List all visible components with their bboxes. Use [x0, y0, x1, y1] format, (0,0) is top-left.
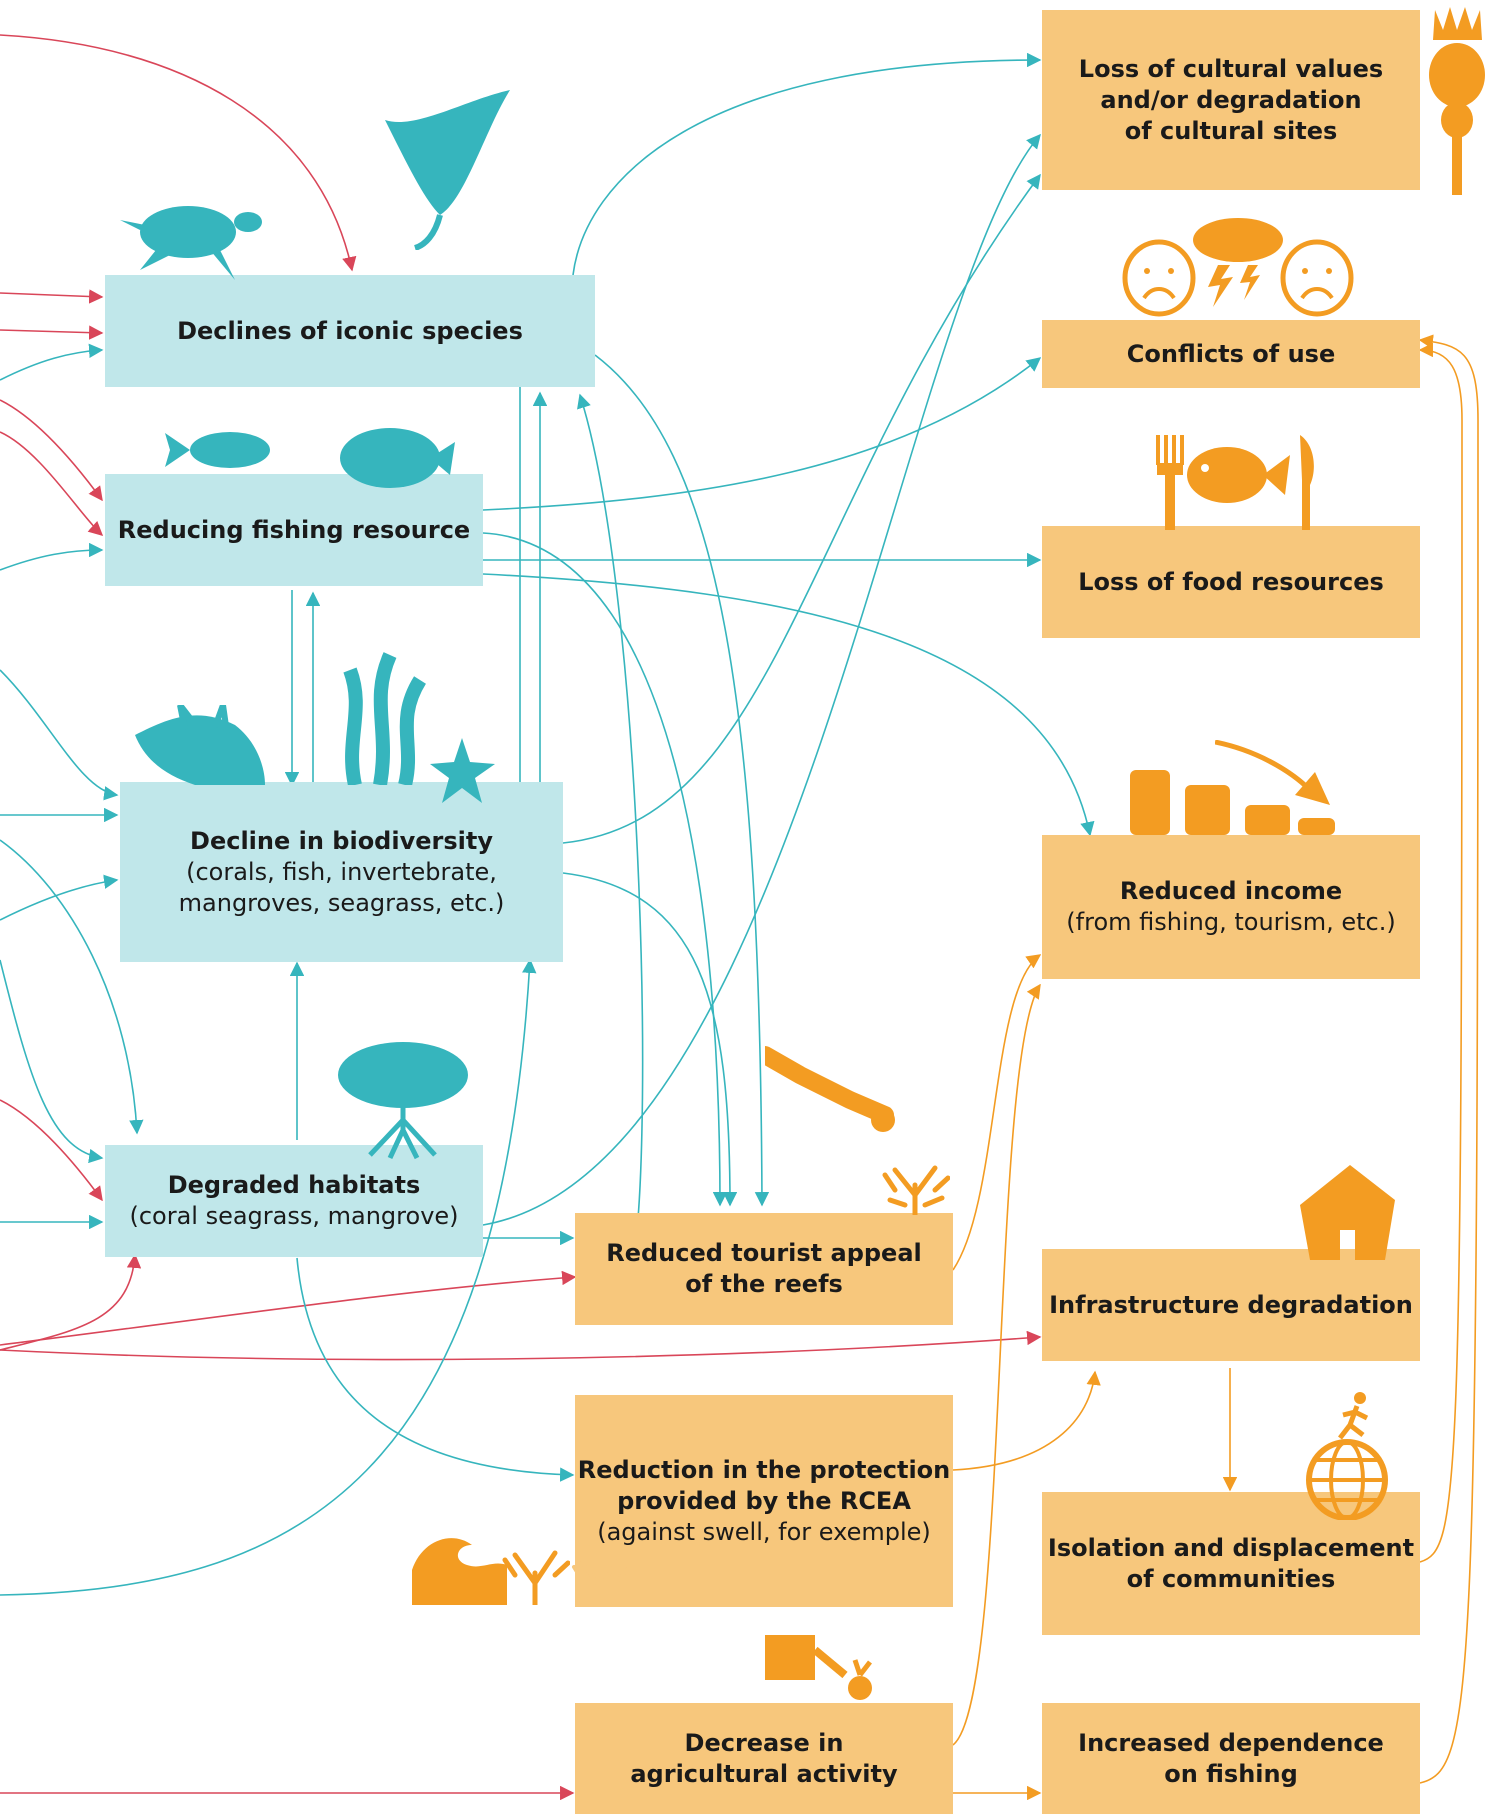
seaweed-icon [343, 652, 427, 785]
box-subtitle: (corals, fish, invertebrate, [186, 857, 497, 886]
turtle-icon [120, 206, 262, 280]
box-title: on fishing [1164, 1759, 1298, 1788]
angry-face-icon [1280, 239, 1354, 317]
trend-down-arrow-icon [1215, 740, 1330, 805]
box-loss-cultural-values: Loss of cultural values and/or degradati… [1042, 10, 1420, 190]
box-increased-dependence-fishing: Increased dependence on fishing [1042, 1703, 1420, 1814]
house-icon [1300, 1165, 1395, 1260]
globe-runner-icon [1306, 1392, 1388, 1520]
diver-icon [765, 1046, 895, 1132]
manta-ray-icon [385, 90, 510, 250]
box-title: Isolation and displacement [1047, 1533, 1415, 1562]
box-title: Loss of food resources [1078, 567, 1384, 596]
box-declines-iconic-species: Declines of iconic species [105, 275, 595, 387]
box-decrease-agricultural-activity: Decrease in agricultural activity [575, 1703, 953, 1814]
box-title: Declines of iconic species [177, 316, 523, 345]
box-title: Reduced tourist appeal [606, 1239, 922, 1267]
box-title: agricultural activity [630, 1759, 898, 1788]
box-title: and/or degradation [1100, 85, 1362, 114]
box-subtitle: (coral seagrass, mangrove) [129, 1202, 459, 1230]
fish-icon [340, 428, 455, 488]
box-title: Degraded habitats [167, 1171, 421, 1199]
teal-arrows [0, 52, 1095, 1596]
box-subtitle: (from fishing, tourism, etc.) [1066, 908, 1396, 936]
wave-icon [412, 1538, 507, 1605]
box-decline-biodiversity: Decline in biodiversity (corals, fish, i… [120, 782, 563, 962]
box-title: Loss of cultural values [1078, 54, 1384, 83]
box-title: of the reefs [685, 1270, 843, 1298]
mangrove-tree-icon [338, 1042, 468, 1160]
fish-icon [165, 432, 270, 468]
watering-can-icon [765, 1635, 872, 1700]
totem-icon [1429, 7, 1485, 195]
conch-shell-icon [135, 705, 265, 785]
coin-stack-icon [1130, 770, 1335, 835]
box-title: Reduced income [1119, 877, 1343, 905]
storm-cloud-icon [1193, 218, 1283, 307]
box-title: of communities [1126, 1564, 1336, 1593]
box-reducing-fishing-resource: Reducing fishing resource [105, 474, 483, 586]
box-subtitle: (against swell, for exemple) [597, 1517, 931, 1546]
box-title: Reducing fishing resource [117, 515, 471, 544]
box-title: Infrastructure degradation [1049, 1290, 1413, 1319]
starfish-icon [430, 738, 495, 803]
orange-arrows [952, 334, 1479, 1801]
coral-icon [502, 1550, 570, 1605]
box-subtitle: mangroves, seagrass, etc.) [178, 888, 505, 917]
box-loss-food-resources: Loss of food resources [1042, 526, 1420, 638]
coral-icon [572, 1559, 630, 1605]
box-title: of cultural sites [1124, 116, 1338, 145]
box-reduced-income: Reduced income (from fishing, tourism, e… [1042, 835, 1420, 979]
box-title: Decrease in [684, 1728, 844, 1757]
box-conflicts-of-use: Conflicts of use [1042, 320, 1420, 388]
box-reduction-protection: Reduction in the protection provided by … [575, 1395, 953, 1607]
box-title: Reduction in the protection [577, 1455, 951, 1484]
box-title: provided by the RCEA [617, 1486, 911, 1515]
box-title: Conflicts of use [1126, 339, 1336, 368]
knife-icon [1300, 435, 1314, 530]
box-reduced-tourist-appeal: Reduced tourist appeal of the reefs [575, 1213, 953, 1325]
angry-face-icon [1122, 239, 1196, 317]
fork-icon [1156, 435, 1184, 530]
coral-icon [882, 1165, 950, 1215]
box-infrastructure-degradation: Infrastructure degradation [1042, 1249, 1420, 1361]
red-arrows [0, 34, 1042, 1801]
fish-icon [1187, 447, 1290, 503]
box-degraded-habitats: Degraded habitats (coral seagrass, mangr… [105, 1145, 483, 1257]
box-title: Decline in biodiversity [190, 826, 493, 855]
box-title: Increased dependence [1078, 1728, 1384, 1757]
